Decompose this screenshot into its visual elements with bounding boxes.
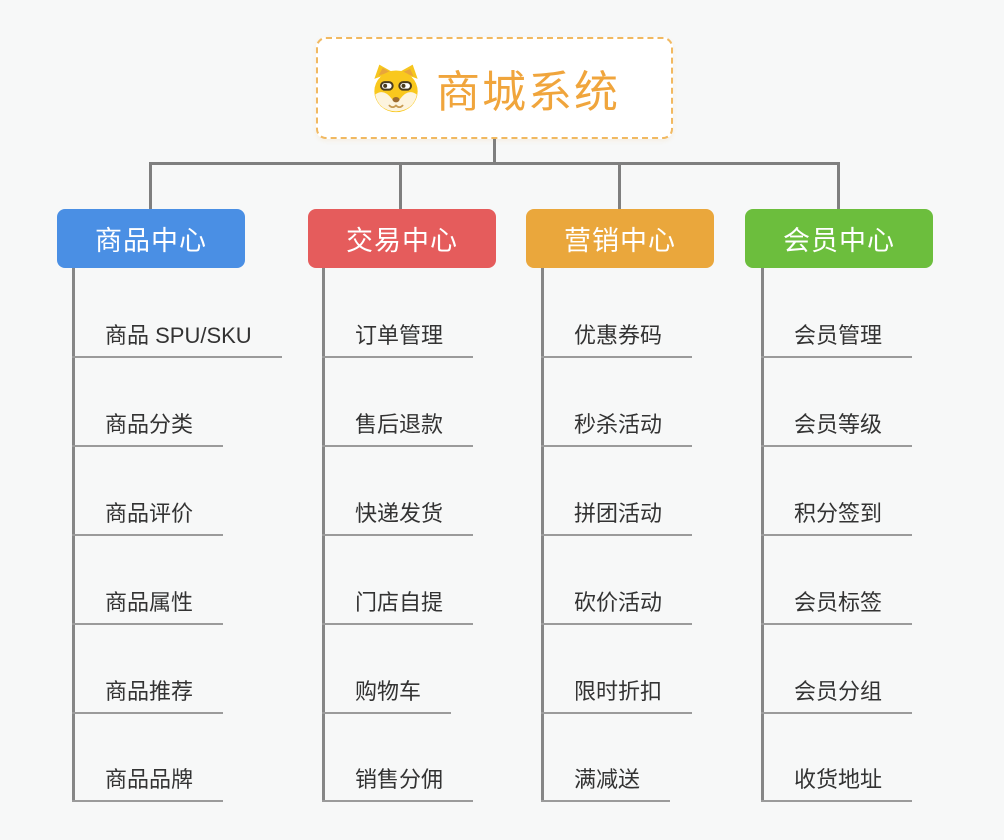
connector-drop-trade xyxy=(399,163,402,209)
branch-items-member: 会员管理 会员等级 积分签到 会员标签 会员分组 收货地址 xyxy=(761,268,1001,808)
mindmap-sub-item[interactable]: 优惠券码 xyxy=(541,323,693,358)
mindmap-sub-item[interactable]: 会员管理 xyxy=(761,323,913,358)
mindmap-sub-item[interactable]: 砍价活动 xyxy=(541,590,693,625)
mindmap-sub-item[interactable]: 会员标签 xyxy=(761,590,913,625)
branch-header-trade-center[interactable]: 交易中心 xyxy=(308,209,496,268)
branch-items-product: 商品 SPU/SKU 商品分类 商品评价 商品属性 商品推荐 商品品牌 xyxy=(72,268,312,808)
mindmap-sub-item[interactable]: 门店自提 xyxy=(322,590,474,625)
branch-header-member-center[interactable]: 会员中心 xyxy=(745,209,933,268)
mindmap-sub-item[interactable]: 购物车 xyxy=(322,679,452,714)
mindmap-sub-item[interactable]: 商品属性 xyxy=(72,590,224,625)
shiba-dog-icon xyxy=(369,63,423,113)
branch-items-marketing: 优惠券码 秒杀活动 拼团活动 砍价活动 限时折扣 满减送 xyxy=(541,268,781,808)
mindmap-sub-item[interactable]: 订单管理 xyxy=(322,323,474,358)
root-title: 商城系统 xyxy=(436,68,620,117)
mindmap-sub-item[interactable]: 满减送 xyxy=(541,767,671,802)
connector-horizontal xyxy=(149,162,840,165)
connector-root-stem xyxy=(493,139,496,163)
mindmap-sub-item[interactable]: 秒杀活动 xyxy=(541,412,693,447)
mindmap-sub-item[interactable]: 会员分组 xyxy=(761,679,913,714)
mindmap-sub-item[interactable]: 商品评价 xyxy=(72,501,224,536)
mindmap-sub-item[interactable]: 商品品牌 xyxy=(72,767,224,802)
mindmap-sub-item[interactable]: 商品 SPU/SKU xyxy=(72,323,282,358)
connector-drop-product xyxy=(149,163,152,209)
shiba-dog-svg xyxy=(374,64,418,113)
connector-drop-member xyxy=(837,163,840,209)
branch-header-product-center[interactable]: 商品中心 xyxy=(57,209,245,268)
root-node[interactable]: 商城系统 xyxy=(316,37,673,139)
mindmap-sub-item[interactable]: 收货地址 xyxy=(761,767,913,802)
branch-header-marketing-center[interactable]: 营销中心 xyxy=(526,209,714,268)
mindmap-sub-item[interactable]: 积分签到 xyxy=(761,501,913,536)
mindmap-sub-item[interactable]: 售后退款 xyxy=(322,412,474,447)
mindmap-sub-item[interactable]: 商品分类 xyxy=(72,412,224,447)
branch-items-trade: 订单管理 售后退款 快递发货 门店自提 购物车 销售分佣 xyxy=(322,268,562,808)
mindmap-sub-item[interactable]: 快递发货 xyxy=(322,501,474,536)
mindmap-sub-item[interactable]: 销售分佣 xyxy=(322,767,474,802)
mindmap-sub-item[interactable]: 会员等级 xyxy=(761,412,913,447)
mindmap-sub-item[interactable]: 商品推荐 xyxy=(72,679,224,714)
mindmap-sub-item[interactable]: 限时折扣 xyxy=(541,679,693,714)
connector-drop-marketing xyxy=(618,163,621,209)
mindmap-sub-item[interactable]: 拼团活动 xyxy=(541,501,693,536)
